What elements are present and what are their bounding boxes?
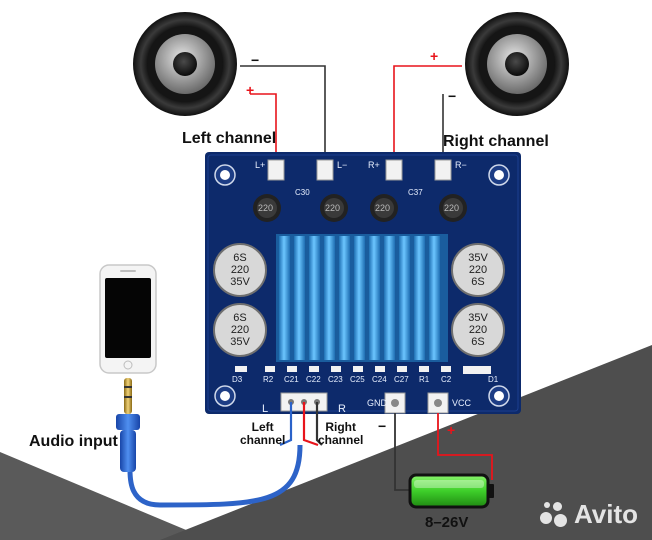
pin-label-vcc: VCC xyxy=(452,398,472,408)
silkscreen-label: C24 xyxy=(372,375,387,384)
silkscreen-label: C2 xyxy=(441,375,452,384)
cap-text: 35V xyxy=(468,312,488,324)
power-plus-marker: + xyxy=(447,422,456,438)
silkscreen-label: D3 xyxy=(232,375,243,384)
power-wires xyxy=(394,413,493,491)
silkscreen-label: R2 xyxy=(263,375,274,384)
cap-marking: 6S 220 35V xyxy=(225,252,255,288)
silkscreen-label: C25 xyxy=(350,375,365,384)
cap-marking: 6S 220 35V xyxy=(225,312,255,348)
left-channel-label: Left channel xyxy=(182,130,277,147)
pin-label-r: R xyxy=(338,403,346,415)
background-wedge xyxy=(0,452,210,540)
silkscreen-label: C30 xyxy=(295,188,310,197)
cap-text: 6S xyxy=(471,336,485,348)
heatsink xyxy=(276,234,448,362)
small-cap-text: 220 xyxy=(258,203,274,213)
avito-logo-icon xyxy=(539,501,568,528)
cap-text: 6S xyxy=(233,312,247,324)
pin-label-l-minus: L− xyxy=(337,160,348,170)
pin-label-gnd: GND xyxy=(367,398,387,408)
cap-marking: 35V 220 6S xyxy=(463,312,493,348)
silkscreen-label: C23 xyxy=(328,375,343,384)
silkscreen-label: D1 xyxy=(488,375,499,384)
cap-text: 6S xyxy=(233,252,247,264)
audio-plug xyxy=(116,378,140,472)
smartphone xyxy=(99,264,157,374)
input-wires xyxy=(279,402,323,447)
small-capacitors xyxy=(253,194,467,222)
right-speaker xyxy=(465,12,569,116)
pin-label-l-plus: L+ xyxy=(255,160,266,170)
input-left-channel-label: Left channel xyxy=(240,420,286,447)
cap-text: 220 xyxy=(468,264,488,276)
avito-watermark: Avito xyxy=(539,499,638,530)
pin-label-r-plus: R+ xyxy=(368,160,380,170)
cap-text: 6S xyxy=(471,276,485,288)
right-plus-marker: + xyxy=(430,48,439,64)
silkscreen-label: C21 xyxy=(284,375,299,384)
pin-label-r-minus: R− xyxy=(455,160,467,170)
silkscreen-label: C22 xyxy=(306,375,321,384)
small-cap-text: 220 xyxy=(375,203,391,213)
small-cap-text: 220 xyxy=(444,203,460,213)
speaker-wires xyxy=(240,65,462,162)
cap-marking: 35V 220 6S xyxy=(463,252,493,288)
avito-wordmark: Avito xyxy=(573,499,638,529)
audio-cable xyxy=(127,444,303,508)
silkscreen-label: C27 xyxy=(394,375,409,384)
power-minus-marker: − xyxy=(378,418,387,434)
pin-label-l: L xyxy=(262,403,269,415)
amplifier-board xyxy=(205,152,521,414)
voltage-label: 8–26V xyxy=(425,514,469,531)
left-plus-marker: + xyxy=(246,82,255,98)
right-minus-marker: − xyxy=(448,88,457,104)
left-minus-marker: − xyxy=(251,52,260,68)
cap-text: 220 xyxy=(468,324,488,336)
silkscreen-label: R1 xyxy=(419,375,430,384)
audio-input-label: Audio input xyxy=(29,433,118,450)
cap-text: 220 xyxy=(230,324,250,336)
right-channel-label: Right channel xyxy=(443,133,549,150)
cap-text: 35V xyxy=(230,276,250,288)
cap-text: 35V xyxy=(468,252,488,264)
left-speaker xyxy=(133,12,237,116)
large-capacitors xyxy=(213,243,505,357)
battery xyxy=(408,473,494,509)
cap-text: 220 xyxy=(230,264,250,276)
cap-text: 35V xyxy=(230,336,250,348)
silkscreen-label: C37 xyxy=(408,188,423,197)
small-cap-text: 220 xyxy=(325,203,341,213)
input-right-channel-label: Right channel xyxy=(318,420,364,447)
